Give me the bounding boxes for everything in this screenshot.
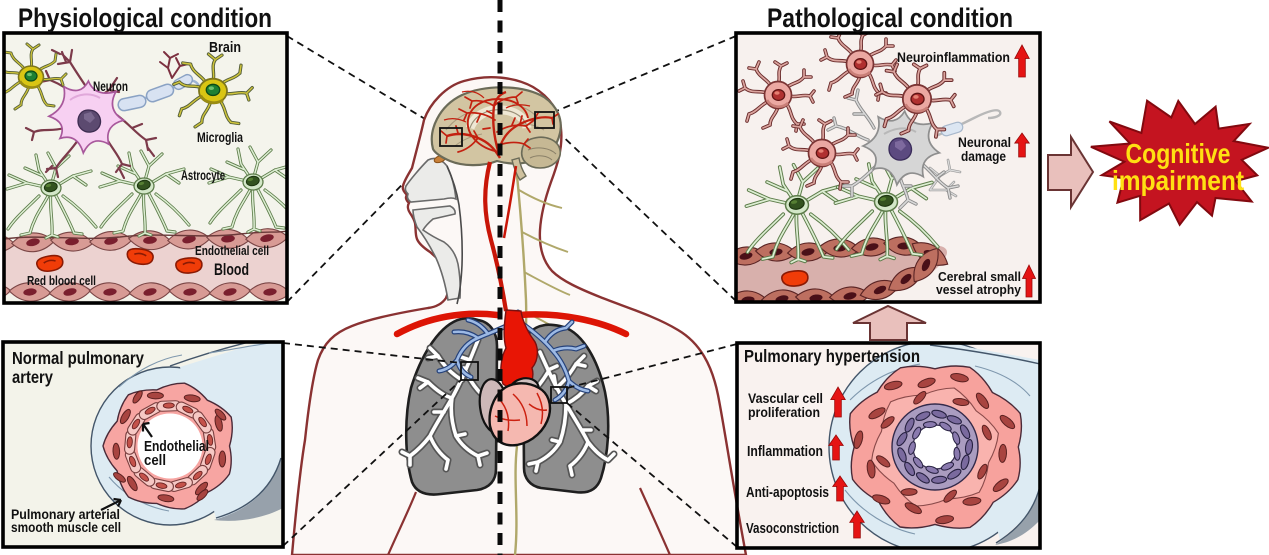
svg-text:Physiological condition: Physiological condition [18,3,272,33]
svg-text:proliferation: proliferation [748,404,820,420]
svg-text:damage: damage [961,149,1006,164]
svg-text:Neuron: Neuron [93,79,128,94]
svg-text:Brain: Brain [209,39,241,56]
svg-text:Anti-apoptosis: Anti-apoptosis [746,485,829,501]
svg-text:Vascular cell: Vascular cell [748,390,823,406]
svg-text:Endothelial cell: Endothelial cell [195,244,269,258]
svg-text:Cerebral small: Cerebral small [938,269,1021,284]
svg-text:Neuronal: Neuronal [958,135,1011,150]
svg-text:Endothelial: Endothelial [144,439,209,455]
svg-text:Blood: Blood [214,261,249,279]
svg-text:Neuroinflammation: Neuroinflammation [897,50,1010,65]
svg-text:Cognitive: Cognitive [1126,138,1231,169]
svg-text:Normal pulmonary: Normal pulmonary [12,348,144,368]
svg-text:Astrocyte: Astrocyte [181,168,225,183]
svg-text:Vasoconstriction: Vasoconstriction [746,521,839,537]
svg-text:smooth muscle cell: smooth muscle cell [11,520,121,535]
svg-text:vessel atrophy: vessel atrophy [936,282,1022,297]
svg-text:Inflammation: Inflammation [747,444,823,460]
svg-text:Pathological condition: Pathological condition [767,3,1013,33]
svg-text:Pulmonary arterial: Pulmonary arterial [11,507,120,522]
svg-text:artery: artery [12,367,53,387]
svg-text:Pulmonary hypertension: Pulmonary hypertension [744,346,920,366]
svg-text:impairment: impairment [1112,165,1244,196]
svg-text:cell: cell [144,453,166,469]
svg-text:Red blood cell: Red blood cell [27,274,96,288]
svg-text:Microglia: Microglia [197,130,243,145]
